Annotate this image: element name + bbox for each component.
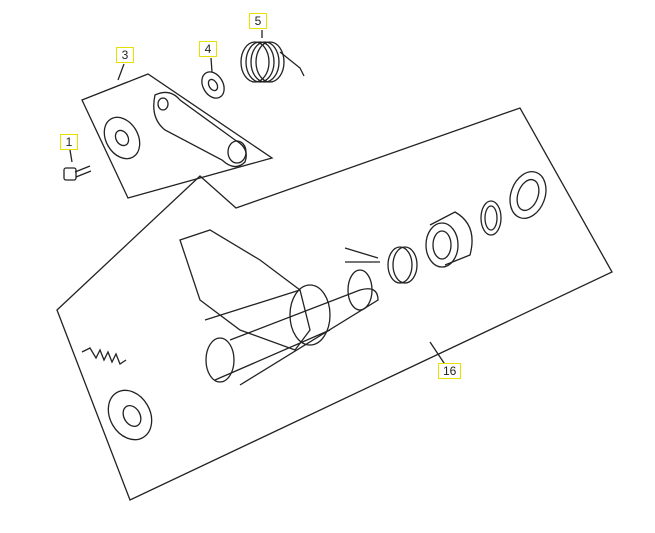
callout-16[interactable]: 16 [438,363,462,379]
small-spring-part [344,246,418,284]
callout-1[interactable]: 1 [60,134,78,150]
leader-3 [117,63,125,81]
shift-drum-part [179,229,379,386]
callout-3[interactable]: 3 [116,47,134,63]
lower-washer-part [107,389,153,441]
bushing-part [425,211,473,268]
callout-4[interactable]: 4 [199,41,217,57]
leader-4 [210,57,213,73]
bolt-part [63,165,92,181]
pin-spring-part [81,347,127,365]
leader-16 [429,341,447,367]
group-16-outline [56,107,613,501]
lever-part [103,91,247,168]
circlip-part [480,200,502,236]
spring-part [240,41,305,83]
callout-5[interactable]: 5 [249,13,267,29]
seal-part [509,171,547,219]
group-3-outline [81,73,274,199]
washer-part [201,71,225,99]
leader-1 [69,149,73,163]
